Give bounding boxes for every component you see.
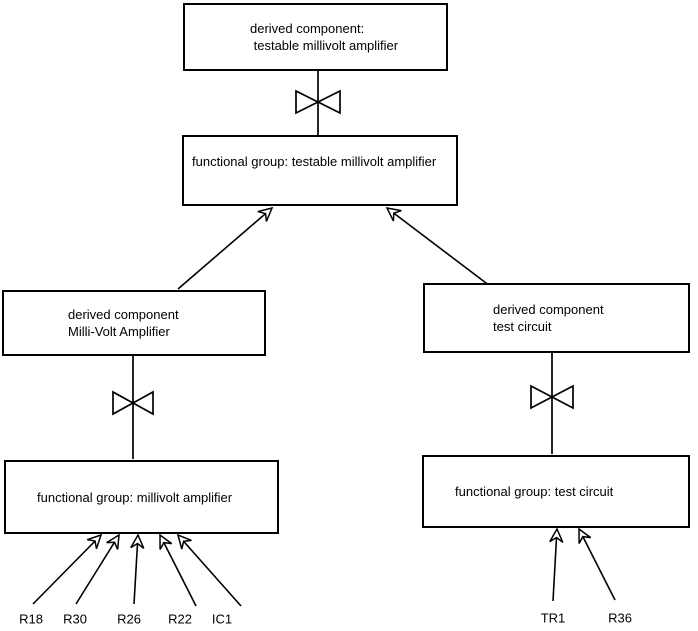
arrow-test-circuit-to-testable: [385, 206, 491, 287]
component-label-r36[interactable]: R36: [608, 610, 632, 626]
node-derived-component-milli-volt-amplifier[interactable]: derived component Milli-Volt Amplifier: [2, 290, 266, 356]
component-label-r30[interactable]: R30: [63, 611, 87, 627]
arrow-r30: [75, 533, 120, 605]
node-derived-component-test-circuit[interactable]: derived component test circuit: [423, 283, 690, 353]
node-label: functional group: testable millivolt amp…: [192, 154, 437, 169]
node-label-line2: Milli-Volt Amplifier: [68, 324, 170, 339]
arrow-r36: [578, 527, 616, 601]
node-label: functional group: millivolt amplifier: [37, 489, 233, 505]
node-functional-group-test-circuit[interactable]: functional group: test circuit: [422, 455, 690, 528]
node-functional-group-millivolt-amplifier[interactable]: functional group: millivolt amplifier: [4, 460, 279, 534]
arrow-r26: [130, 533, 145, 605]
component-label-tr1[interactable]: TR1: [540, 610, 566, 626]
bowtie-icon: [112, 390, 154, 416]
arrow-r22: [159, 533, 197, 607]
node-label-line1: derived component:: [250, 21, 365, 36]
node-label-line1: derived component: [68, 307, 179, 322]
node-label-line2: test circuit: [493, 319, 552, 334]
arrow-r18: [32, 533, 103, 605]
bowtie-icon: [530, 384, 574, 410]
node-label: functional group: test circuit: [455, 484, 614, 499]
component-label-r26[interactable]: R26: [117, 611, 141, 627]
node-label-line1: derived component: [493, 302, 604, 317]
arrow-tr1: [549, 527, 564, 602]
component-label-r18[interactable]: R18: [19, 611, 43, 627]
component-label-r22[interactable]: R22: [168, 611, 192, 627]
arrow-millivolt-amplifier-to-testable: [177, 206, 274, 290]
node-derived-component-testable-millivolt-amplifier[interactable]: derived component: testable millivolt am…: [183, 3, 448, 71]
component-label-ic1[interactable]: IC1: [211, 611, 233, 627]
arrow-ic1: [176, 533, 242, 607]
node-label-line2: testable millivolt amplifier: [250, 38, 399, 53]
bowtie-icon: [295, 89, 341, 115]
node-functional-group-testable-millivolt-amplifier[interactable]: functional group: testable millivolt amp…: [182, 135, 458, 206]
